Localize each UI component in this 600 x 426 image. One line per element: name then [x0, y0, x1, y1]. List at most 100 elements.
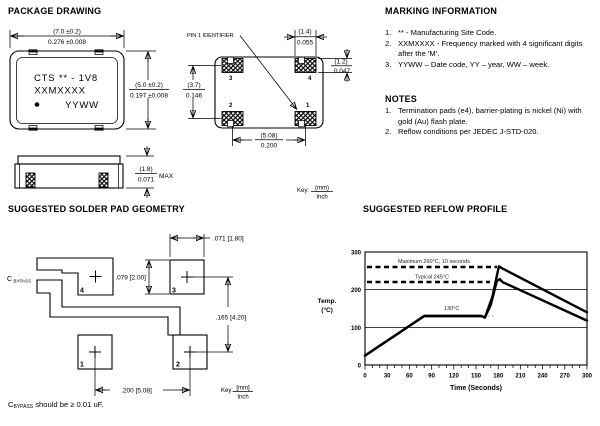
pad-center-crosses: [89, 270, 196, 358]
marking-information-heading: MARKING INFORMATION: [385, 6, 498, 16]
solder-key: Key: [mm] Inch: [221, 386, 253, 401]
item-number: 1.: [385, 106, 392, 115]
dim-mm: (5.08): [261, 133, 278, 140]
footnote-c: C: [8, 400, 14, 409]
y-tick-label: 300: [351, 251, 362, 257]
marking-line1: CTS ** - 1V8: [34, 73, 98, 84]
x-tick-label: 0: [363, 374, 367, 380]
package-key: Key: (mm) Inch: [297, 186, 333, 201]
solder-pad-number-1: 1: [80, 362, 84, 369]
dim-pitch-horizontal: (5.08) 0.200: [233, 126, 306, 150]
item-number: 2.: [385, 38, 392, 48]
dim-inch: 0.071: [138, 177, 155, 184]
x-axis-title: Time (Seconds): [450, 385, 502, 392]
dim-pad-width: (1.4) 0.055: [284, 29, 327, 56]
y-axis-title-line2: (°C): [321, 306, 333, 314]
dim-pitch-vertical: (3.7) 0.146: [183, 66, 221, 119]
solder-pad-number-3: 3: [172, 288, 176, 295]
item-number: 3.: [385, 59, 392, 69]
y-tick-label: 0: [358, 364, 362, 370]
key-denominator: Inch: [237, 395, 248, 401]
bypass-label: C: [7, 276, 12, 283]
pad-number-4: 4: [308, 76, 312, 82]
item-text: XXMXXXX - Frequency marked with 4 signif…: [398, 38, 583, 59]
x-tick-label: 150: [471, 374, 482, 380]
dim-mm: (3.7): [187, 82, 200, 89]
pad-number-2: 2: [229, 103, 233, 109]
dim-package-width: (7.0 ±0.2) 0.276 ±0.008: [10, 29, 124, 48]
key-label: Key:: [297, 188, 309, 194]
dim-package-height: (5.0 ±0.2) 0.197 ±0.008: [126, 51, 169, 129]
x-tick-label: 180: [493, 374, 504, 380]
dim-inch: 0.197 ±0.008: [130, 93, 168, 100]
footnote-sub: BYPASS: [13, 404, 34, 410]
dim-inch: 0.047: [334, 68, 351, 75]
item-text: Termination pads (e4), barrier-plating i…: [398, 106, 582, 126]
series-maximum-profile: [363, 265, 589, 357]
key-denominator: Inch: [316, 195, 327, 201]
dim-inch: 0.200: [261, 143, 278, 150]
dim-pad-height: (1.2) 0.047: [318, 49, 352, 82]
x-tick-label: 30: [384, 374, 391, 380]
item-text: YYWW – Date code, YY – year, WW – week.: [398, 59, 550, 69]
pin1-identifier-callout: PIN 1 IDENTIFIER: [187, 33, 297, 109]
package-side-view: [14, 155, 124, 189]
dim-text: .200 [5.08]: [121, 388, 152, 395]
key-numerator: (mm): [315, 186, 329, 192]
dim-text: .071 [1.80]: [213, 236, 244, 243]
marking-line3: YYWW: [65, 100, 99, 111]
dim-solder-pitch-vertical: .165 [4.20]: [193, 277, 247, 352]
pin1-label: PIN 1 IDENTIFIER: [187, 33, 234, 39]
list-item: 1. Termination pads (e4), barrier-platin…: [385, 106, 597, 127]
series-typical-profile: [363, 277, 589, 357]
chart-axis-ticks: [364, 365, 588, 370]
x-tick-label: 120: [449, 374, 460, 380]
dim-text: .079 [2.00]: [115, 275, 146, 282]
solder-pad-geometry: 4 3 1 2 C BYPASS: [7, 257, 208, 370]
notes-list: 1. Termination pads (e4), barrier-platin…: [385, 106, 597, 138]
package-top-view: CTS ** - 1V8 XXMXXXX YYWW: [9, 49, 125, 131]
marking-line2: XXMXXXX: [34, 86, 86, 97]
key-label: Key:: [221, 388, 233, 394]
typical-temp-label: Typical 245°C: [415, 275, 449, 281]
y-tick-label: 100: [351, 326, 362, 332]
package-drawing-heading: PACKAGE DRAWING: [8, 6, 102, 16]
bypass-label-sub: BYPASS: [14, 279, 32, 284]
dim-mm: (1.2): [334, 59, 347, 66]
plateau-temp-label: 130°C: [444, 306, 459, 312]
dim-package-thickness: (1.8) 0.071 MAX: [126, 146, 174, 198]
marking-information-list: 1. ** - Manufacturing Site Code. 2. XXMX…: [385, 28, 597, 70]
x-tick-label: 270: [560, 374, 571, 380]
item-text: ** - Manufacturing Site Code.: [398, 28, 497, 37]
dim-mm: (1.4): [298, 29, 311, 36]
key-numerator: [mm]: [236, 386, 250, 392]
solder-pad-number-4: 4: [80, 288, 84, 295]
list-item: 3. YYWW – Date code, YY – year, WW – wee…: [385, 60, 597, 71]
y-axis-title-line1: Temp.: [318, 298, 337, 305]
x-tick-label: 60: [406, 374, 413, 380]
maximum-temp-label: Maximum 260°C, 10 seconds: [398, 259, 470, 265]
bypass-footnote: CBYPASS should be ≥ 0.01 uF.: [8, 400, 104, 410]
dim-inch: 0.276 ±0.008: [48, 39, 86, 46]
dim-mm: (5.0 ±0.2): [135, 82, 163, 89]
dim-text: .165 [4.20]: [216, 315, 247, 322]
x-tick-label: 90: [428, 374, 435, 380]
y-tick-label: 200: [351, 288, 362, 294]
reflow-profile-heading: SUGGESTED REFLOW PROFILE: [363, 204, 508, 214]
solder-pad-heading: SUGGESTED SOLDER PAD GEOMETRY: [8, 204, 185, 214]
dim-mm: (1.8): [139, 166, 152, 173]
dim-suffix: MAX: [159, 173, 174, 180]
chart-y-tick-labels: 0 100 200 300: [351, 251, 362, 370]
dim-inch: 0.146: [186, 93, 203, 100]
pad-number-1: 1: [306, 103, 310, 109]
item-number: 1.: [385, 28, 392, 37]
x-tick-label: 210: [515, 374, 526, 380]
item-text: Reflow conditions per JEDEC J-STD-020.: [398, 127, 539, 137]
chart-gridlines: [365, 289, 587, 328]
pin1-dot: [34, 102, 40, 107]
list-item: 2. XXMXXXX - Frequency marked with 4 sig…: [385, 39, 597, 60]
